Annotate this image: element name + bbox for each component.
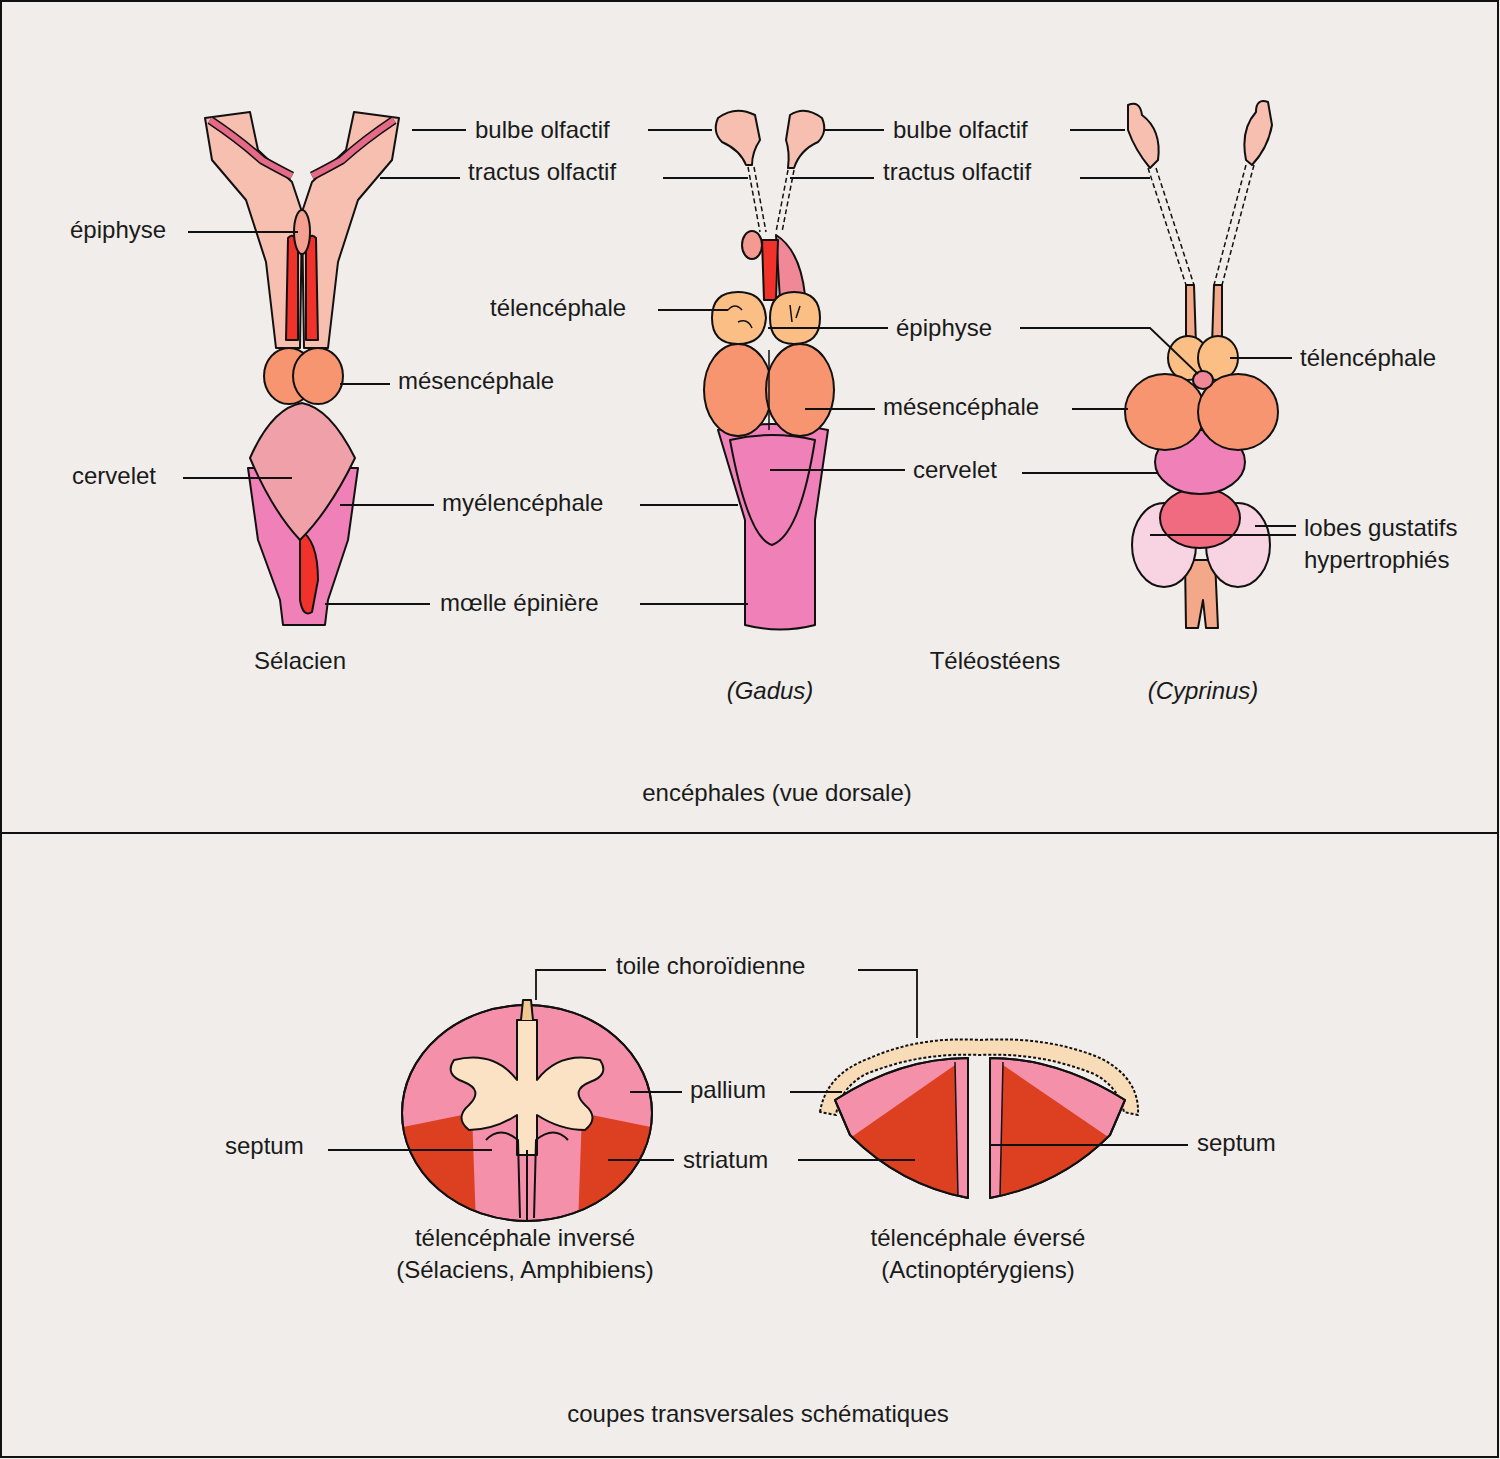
part-label: cervelet	[913, 456, 997, 484]
part-label: cervelet	[72, 462, 156, 490]
gadus-brain	[704, 111, 834, 630]
cyprinus-brain	[1125, 101, 1278, 628]
species-name: (Gadus)	[620, 677, 920, 705]
panel-caption: coupes transversales schématiques	[408, 1400, 1108, 1428]
group-caption: Sélacien	[100, 647, 500, 675]
part-label: striatum	[683, 1146, 768, 1174]
part-label: télencéphale	[490, 294, 626, 322]
part-label: télencéphale	[1300, 344, 1436, 372]
leader-lines	[183, 130, 1296, 1160]
part-label: bulbe olfactif	[475, 116, 610, 144]
section-caption: télencéphale éversé (Actinoptérygiens)	[828, 1222, 1128, 1286]
part-label: septum	[225, 1132, 304, 1160]
inverted-section	[398, 1000, 656, 1225]
everted-section	[820, 1039, 1138, 1200]
part-label: tractus olfactif	[883, 158, 1031, 186]
group-caption: Téléostéens	[795, 647, 1195, 675]
section-caption: télencéphale inversé (Sélaciens, Amphibi…	[365, 1222, 685, 1286]
part-label: mésencéphale	[883, 393, 1039, 421]
species-name: (Cyprinus)	[1053, 677, 1353, 705]
selacian-brain	[205, 112, 399, 625]
part-label: lobes gustatifs hypertrophiés	[1304, 512, 1494, 576]
part-label: mésencéphale	[398, 367, 554, 395]
part-label: septum	[1197, 1129, 1276, 1157]
part-label: bulbe olfactif	[893, 116, 1028, 144]
panel-caption: encéphales (vue dorsale)	[477, 779, 1077, 807]
part-label: toile choroïdienne	[616, 952, 805, 980]
part-label: épiphyse	[70, 216, 166, 244]
part-label: mœlle épinière	[440, 589, 599, 617]
part-label: épiphyse	[896, 314, 992, 342]
part-label: tractus olfactif	[468, 158, 616, 186]
part-label: myélencéphale	[442, 489, 603, 517]
part-label: pallium	[690, 1076, 766, 1104]
